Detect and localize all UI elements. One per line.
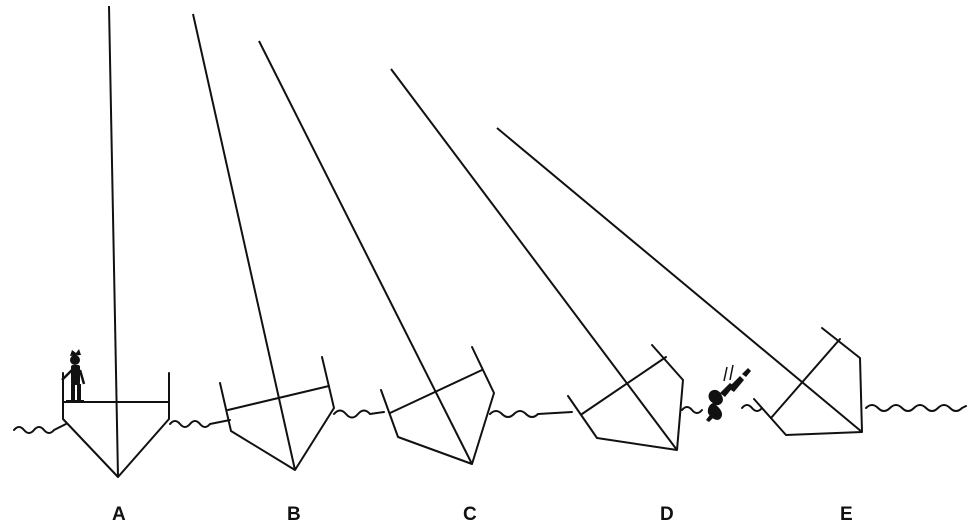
deck-d: [581, 356, 667, 415]
mast-c: [258, 40, 473, 465]
hull-c: [380, 346, 495, 465]
deck-e: [770, 338, 841, 419]
mast-e: [496, 127, 863, 433]
deck-b: [227, 385, 330, 411]
water-surface: [13, 404, 967, 434]
hull-d: [567, 344, 684, 451]
boat-b: B: [192, 13, 335, 525]
label-d: D: [660, 504, 674, 525]
person-standing-icon: [61, 349, 86, 403]
boat-a: A: [61, 5, 170, 525]
boat-e: E: [496, 127, 863, 525]
mast-b: [192, 13, 296, 471]
boat-c: C: [258, 40, 495, 525]
boat-d: D: [390, 68, 684, 525]
hull-a: [62, 372, 170, 478]
label-b: B: [287, 504, 301, 525]
hull-e: [753, 327, 863, 436]
mast-d: [390, 68, 678, 451]
label-a: A: [112, 504, 126, 525]
deck-c: [389, 369, 483, 414]
mast-a: [108, 5, 119, 478]
hull-b: [219, 356, 335, 471]
label-e: E: [840, 504, 853, 525]
person-falling-icon: [706, 364, 751, 422]
label-c: C: [463, 504, 477, 525]
